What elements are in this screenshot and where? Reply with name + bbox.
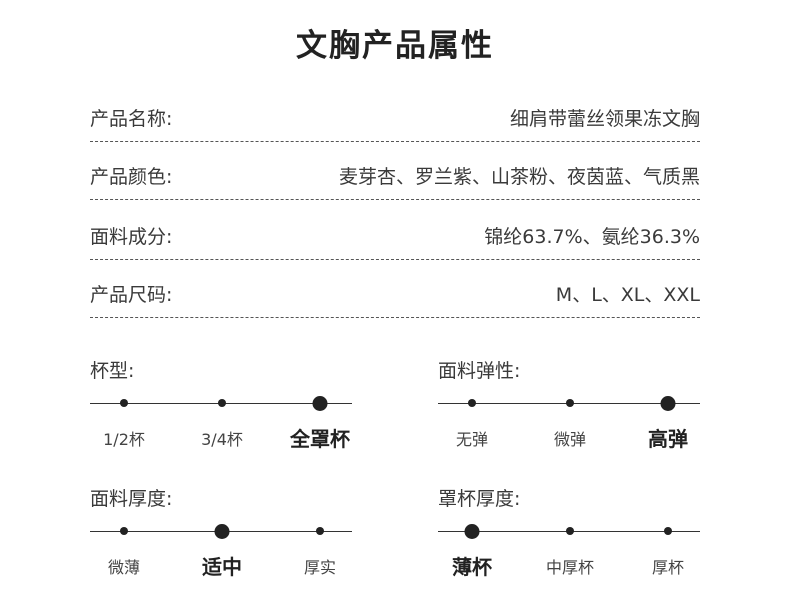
attribute-row-product-color: 产品颜色: 麦芽杏、罗兰紫、山茶粉、夜茵蓝、气质黑: [90, 152, 700, 200]
scale-option: 1/2杯: [103, 430, 145, 449]
attribute-row-product-name: 产品名称: 细肩带蕾丝领果冻文胸: [90, 94, 700, 142]
scale-cup-type: 杯型: 1/2杯 3/4杯 全罩杯: [90, 356, 352, 466]
scale-option: 无弹: [455, 430, 489, 449]
dashed-divider: [90, 259, 700, 260]
attribute-label: 面料成分:: [90, 226, 173, 248]
scale-marker: [664, 527, 672, 535]
scale-marker-selected: [312, 396, 328, 411]
scale-marker-selected: [214, 524, 230, 539]
scale-marker: [566, 399, 574, 407]
scale-marker: [218, 399, 226, 407]
scale-fabric-thickness: 面料厚度: 微薄 适中 厚实: [90, 484, 352, 594]
scale-marker: [468, 399, 476, 407]
scale-option: 中厚杯: [545, 558, 595, 577]
dashed-divider: [90, 317, 700, 318]
scale-marker: [120, 399, 128, 407]
scale-label: 面料弹性:: [438, 360, 521, 382]
attribute-value: 锦纶63.7%、氨纶36.3%: [484, 226, 700, 248]
dashed-divider: [90, 199, 700, 200]
scale-option-selected: 适中: [202, 555, 242, 579]
attribute-value: M、L、XL、XXL: [555, 284, 700, 306]
scale-marker: [566, 527, 574, 535]
scale-option: 微薄: [107, 558, 141, 577]
scale-option-selected: 全罩杯: [290, 427, 350, 451]
attribute-row-product-size: 产品尺码: M、L、XL、XXL: [90, 270, 700, 318]
scale-option-selected: 高弹: [648, 427, 688, 451]
scale-label: 罩杯厚度:: [438, 488, 521, 510]
scale-option: 厚实: [303, 558, 337, 577]
scale-marker-selected: [464, 524, 480, 539]
scale-option: 3/4杯: [201, 430, 243, 449]
dashed-divider: [90, 141, 700, 142]
attribute-row-fabric-composition: 面料成分: 锦纶63.7%、氨纶36.3%: [90, 212, 700, 260]
scale-option-selected: 薄杯: [452, 555, 492, 579]
scale-marker-selected: [660, 396, 676, 411]
scale-option: 微弹: [553, 430, 587, 449]
scale-label: 杯型:: [90, 360, 135, 382]
attribute-value: 细肩带蕾丝领果冻文胸: [509, 108, 700, 130]
scale-option: 厚杯: [651, 558, 685, 577]
attribute-label: 产品颜色:: [90, 166, 173, 188]
scale-marker: [316, 527, 324, 535]
attribute-label: 产品尺码:: [90, 284, 173, 306]
attribute-label: 产品名称:: [90, 108, 173, 130]
scale-cup-thickness: 罩杯厚度: 薄杯 中厚杯 厚杯: [438, 484, 700, 594]
scale-fabric-elasticity: 面料弹性: 无弹 微弹 高弹: [438, 356, 700, 466]
attribute-value: 麦芽杏、罗兰紫、山茶粉、夜茵蓝、气质黑: [338, 166, 700, 188]
scale-label: 面料厚度:: [90, 488, 173, 510]
scale-marker: [120, 527, 128, 535]
page-title: 文胸产品属性: [296, 28, 494, 64]
